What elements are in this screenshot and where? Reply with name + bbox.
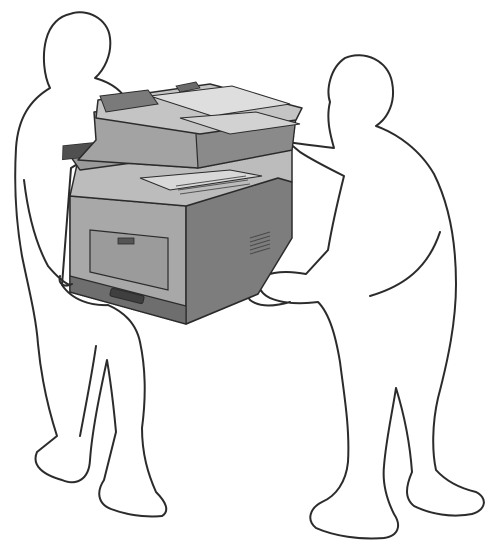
printer-door-latch (118, 238, 134, 244)
